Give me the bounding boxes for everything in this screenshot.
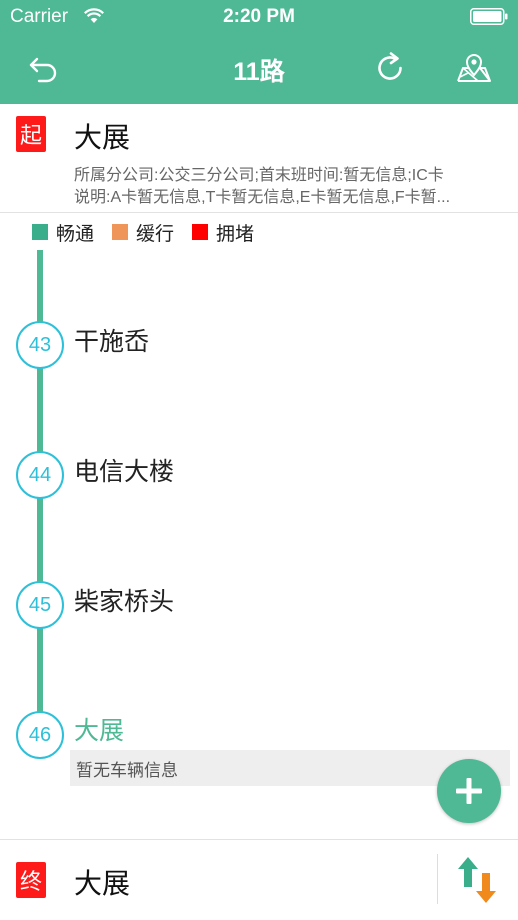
refresh-button[interactable] [372, 50, 408, 86]
stop-number-badge[interactable]: 44 [16, 451, 64, 499]
traffic-legend: 畅通 缓行 拥堵 [32, 219, 272, 246]
swap-direction-button[interactable] [455, 855, 499, 905]
legend-swatch [112, 224, 129, 240]
divider [437, 854, 438, 904]
legend-label: 拥堵 [216, 223, 255, 245]
route-info-line-2: 说明:A卡暂无信息,T卡暂无信息,E卡暂无信息,F卡暂... [74, 189, 451, 206]
legend-label: 畅通 [56, 223, 95, 245]
stop-name[interactable]: 柴家桥头 [74, 588, 175, 616]
route-info-line-1: 所属分公司:公交三分公司;首末班时间:暂无信息;IC卡 [74, 167, 444, 184]
stop-name[interactable]: 电信大楼 [74, 458, 175, 486]
legend-swatch [32, 224, 48, 240]
wifi-icon [84, 8, 104, 23]
refresh-icon [378, 52, 402, 80]
end-badge: 终 [16, 862, 46, 898]
carrier-label: Carrier [10, 6, 69, 27]
map-button[interactable] [456, 50, 492, 86]
stop-number-badge[interactable]: 43 [16, 321, 64, 369]
legend-label: 缓行 [136, 223, 175, 245]
end-station-name: 大展 [74, 868, 131, 899]
stop-name[interactable]: 干施岙 [74, 328, 150, 356]
vehicle-status: 暂无车辆信息 [70, 750, 510, 786]
battery-icon [470, 8, 508, 25]
current-stop-name[interactable]: 大展 [74, 717, 125, 745]
status-bar: Carrier 2:20 PM [0, 0, 518, 34]
back-arrow-icon [29, 57, 57, 83]
legend-item-slow: 缓行 [112, 219, 174, 246]
divider [0, 212, 518, 213]
nav-bar: 11路 [0, 34, 518, 104]
divider [0, 839, 518, 840]
header: Carrier 2:20 PM 11路 [0, 0, 518, 104]
add-button[interactable] [437, 759, 501, 823]
stop-number-badge[interactable]: 45 [16, 581, 64, 629]
start-badge: 起 [16, 116, 46, 152]
legend-swatch [192, 224, 209, 240]
plus-icon [456, 778, 482, 804]
swap-direction-icon [458, 857, 496, 903]
map-pin-icon [457, 54, 491, 82]
legend-item-smooth: 畅通 [32, 219, 94, 246]
legend-item-congested: 拥堵 [192, 219, 254, 246]
stop-number-badge[interactable]: 46 [16, 711, 64, 759]
back-button[interactable] [26, 50, 62, 86]
start-station-name: 大展 [74, 122, 131, 153]
page-title: 11路 [233, 58, 285, 86]
status-time: 2:20 PM [223, 6, 295, 27]
